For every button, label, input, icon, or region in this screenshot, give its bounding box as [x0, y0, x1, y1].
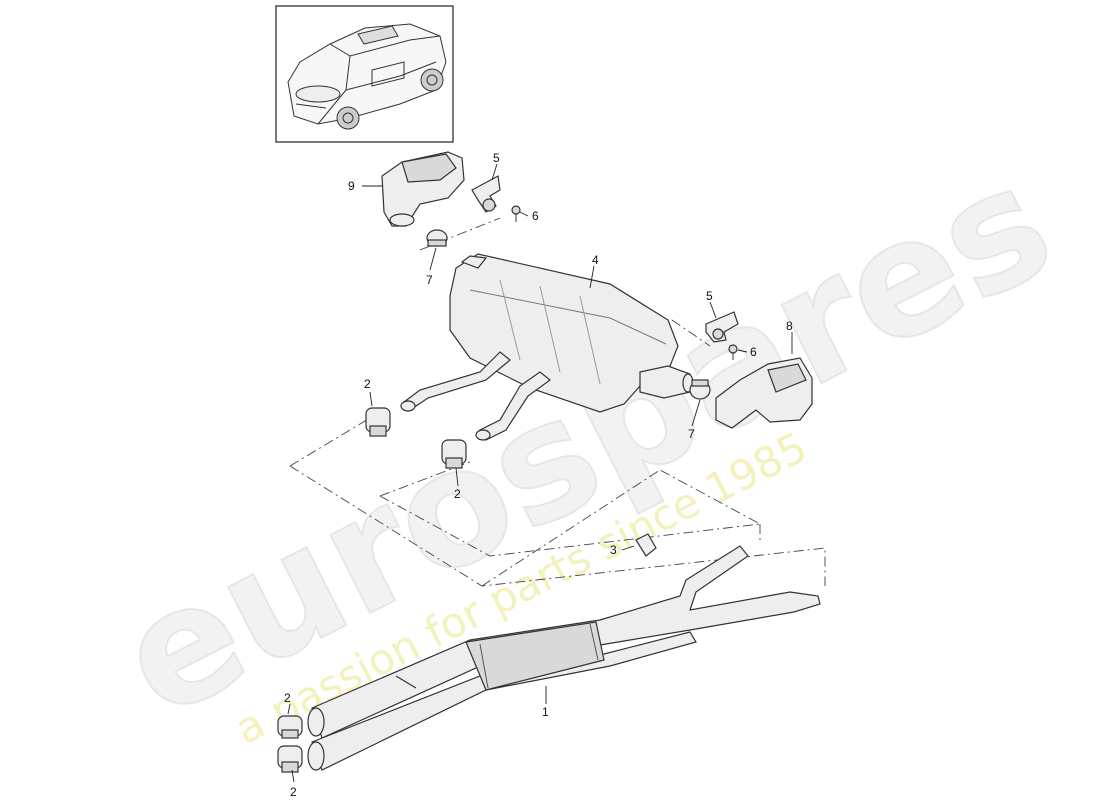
callout-6-right: 6 — [750, 345, 757, 359]
part-3-hanger — [635, 533, 657, 557]
callout-8: 8 — [786, 319, 793, 333]
callout-2-lower-bottom: 2 — [290, 785, 297, 799]
suv-illustration — [287, 23, 447, 130]
part-8-tailpipe-right — [715, 357, 813, 429]
callout-5-top: 5 — [493, 151, 500, 165]
callout-leaders — [287, 163, 793, 783]
callout-9: 9 — [348, 179, 355, 193]
part-2-clamp-c — [277, 715, 303, 739]
callout-5-right: 5 — [706, 289, 713, 303]
callout-7-right: 7 — [688, 427, 695, 441]
callout-4: 4 — [592, 253, 599, 267]
part-9-tailpipe-left — [381, 151, 465, 227]
callout-6-top: 6 — [532, 209, 539, 223]
callout-2-upper-right: 2 — [454, 487, 461, 501]
part-4-rear-muffler — [400, 253, 694, 441]
callout-labels: 1 2 2 2 2 3 4 5 5 6 6 7 7 8 9 — [284, 151, 793, 799]
callout-3: 3 — [610, 543, 617, 557]
part-6-bolt-right — [728, 344, 738, 360]
part-2-clamp-d — [277, 745, 303, 773]
part-1-front-silencer-assembly — [307, 545, 821, 771]
part-5-bracket-top — [471, 175, 501, 213]
part-7-clamp-top — [426, 229, 448, 247]
part-2-clamp-a — [365, 407, 391, 437]
callout-7-top: 7 — [426, 273, 433, 287]
part-5-bracket-right — [705, 311, 739, 343]
vehicle-thumbnail — [275, 5, 454, 143]
callout-2-upper-left: 2 — [364, 377, 371, 391]
callout-2-lower-top: 2 — [284, 691, 291, 705]
part-2-clamp-b — [441, 439, 467, 469]
part-6-bolt-top — [511, 205, 521, 222]
part-7-clamp-right — [689, 379, 711, 400]
callout-1: 1 — [542, 705, 549, 719]
